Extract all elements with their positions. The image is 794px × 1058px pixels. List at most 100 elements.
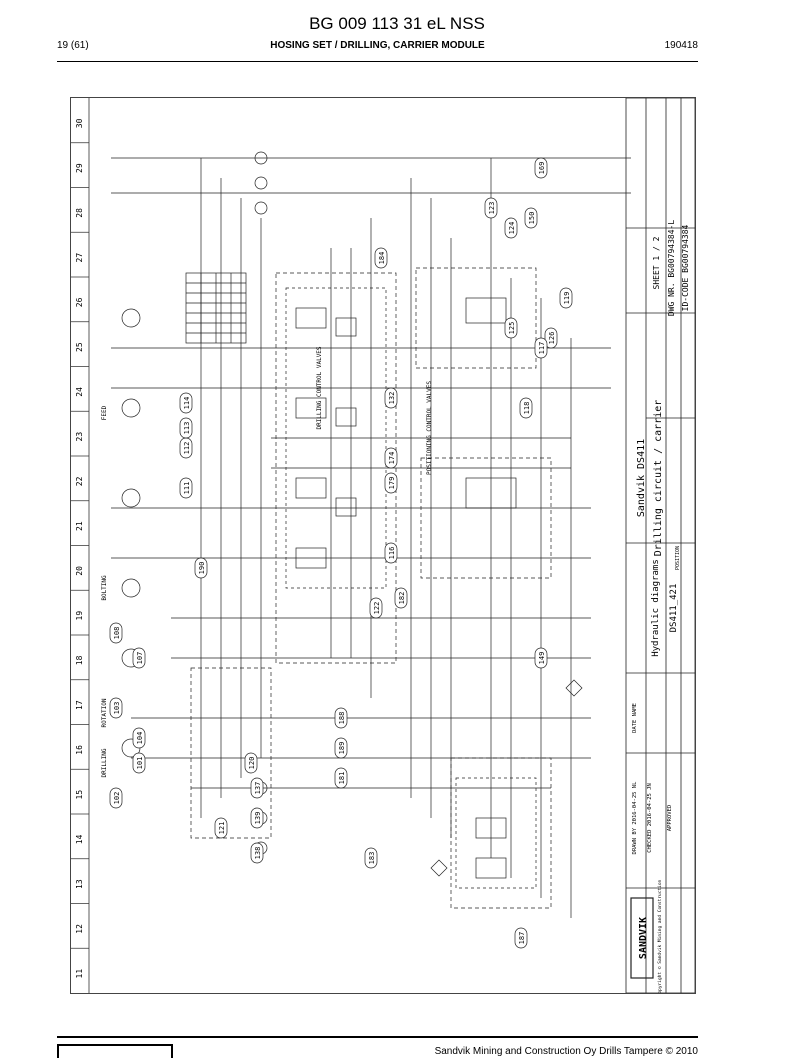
callout-bubble: 126: [544, 327, 558, 349]
callout-bubble: 108: [109, 622, 123, 644]
label-positioning-control-valves: POSITIONING CONTROL VALVES: [426, 381, 433, 475]
callout-bubble: 179: [384, 472, 398, 494]
callout-number: 112: [183, 442, 191, 455]
callout-number: 169: [538, 162, 546, 175]
callout-number: 123: [488, 202, 496, 215]
callout-bubble: 189: [334, 737, 348, 759]
callout-bubble: 121: [214, 817, 228, 839]
callout-number: 150: [528, 212, 536, 225]
label-feed: FEED: [101, 405, 108, 420]
callout-bubble: 188: [334, 707, 348, 729]
callout-number: 179: [388, 477, 396, 490]
column-number: 13: [75, 879, 84, 889]
callout-bubble: 190: [194, 557, 208, 579]
header-row: 19 (61) HOSING SET / DRILLING, CARRIER M…: [57, 40, 698, 56]
callout-bubble: 174: [384, 447, 398, 469]
callout-number: 139: [254, 812, 262, 825]
column-number: 19: [75, 611, 84, 621]
callout-bubble: 118: [519, 397, 533, 419]
title-block: SANDVIK Copyright © Sandvik Mining and Co…: [632, 220, 690, 993]
column-number: 18: [75, 655, 84, 665]
callout-number: 183: [368, 852, 376, 865]
label-bolting: BOLTING: [101, 575, 108, 601]
section-title: HOSING SET / DRILLING, CARRIER MODULE: [270, 40, 485, 51]
callout-bubble: 102: [109, 787, 123, 809]
callout-number: 124: [508, 222, 516, 235]
callout-number: 182: [398, 592, 406, 605]
callout-bubble: 150: [524, 207, 538, 229]
callout-number: 121: [218, 822, 226, 835]
callout-number: 113: [183, 422, 191, 435]
sheet-number: SHEET 1 / 2: [652, 236, 661, 289]
callout-bubble: 117: [534, 337, 548, 359]
callout-number: 103: [113, 702, 121, 715]
callout-bubble: 116: [384, 542, 398, 564]
date-name-header: DATE NAME: [632, 703, 638, 733]
callout-bubble: 124: [504, 217, 518, 239]
column-number: 20: [75, 566, 84, 576]
callout-bubble: 137: [250, 777, 264, 799]
position-label: POSITION: [675, 546, 681, 570]
callout-number: 116: [388, 547, 396, 560]
callout-number: 184: [378, 252, 386, 265]
column-number: 22: [75, 476, 84, 486]
callout-bubble: 120: [244, 752, 258, 774]
label-drilling: DRILLING: [101, 748, 108, 777]
callout-number: 189: [338, 742, 346, 755]
callout-bubble: 183: [364, 847, 378, 869]
callout-number: 137: [254, 782, 262, 795]
footer-copyright: Sandvik Mining and Construction Oy Drill…: [434, 1046, 698, 1057]
callout-number: 174: [388, 452, 396, 465]
page-number: 19 (61): [57, 40, 89, 51]
column-number: 12: [75, 924, 84, 934]
diagram-type: Hydraulic diagrams: [651, 559, 661, 657]
callout-bubble: 101: [132, 752, 146, 774]
sandvik-logo-text: SANDVIK: [638, 917, 649, 959]
column-number: 16: [75, 745, 84, 755]
callout-bubble: 104: [132, 727, 146, 749]
document-title: BG 009 113 31 eL NSS: [309, 14, 485, 33]
copyright-text: Copyright © Sandvik Mining and Construct…: [657, 879, 663, 993]
callout-number: 188: [338, 712, 346, 725]
title-block-frame: [625, 98, 695, 993]
callout-number: 149: [538, 652, 546, 665]
callout-number: 111: [183, 482, 191, 495]
callout-bubble: 149: [534, 647, 548, 669]
date-code: 190418: [664, 40, 698, 51]
column-number: 25: [75, 342, 84, 352]
drawing-number: DWG NR. BG00794384-L: [667, 220, 676, 317]
callout-number: 117: [538, 342, 546, 355]
callout-number: 118: [523, 402, 531, 415]
column-number: 24: [75, 387, 84, 397]
column-number: 21: [75, 521, 84, 531]
callout-bubble: 187: [514, 927, 528, 949]
callout-bubble: 107: [132, 647, 146, 669]
label-rotation: ROTATION: [101, 698, 108, 727]
callout-bubble: 138: [250, 842, 264, 864]
callout-bubble: 182: [394, 587, 408, 609]
footer-rule: [57, 1036, 698, 1038]
column-number: 26: [75, 297, 84, 307]
callout-number: 132: [388, 392, 396, 405]
callout-bubble: 103: [109, 697, 123, 719]
diagram-code: DS411_421: [669, 584, 679, 633]
callout-bubble: 132: [384, 387, 398, 409]
callout-number: 190: [198, 562, 206, 575]
callout-number: 126: [548, 332, 556, 345]
approved-by: APPROVED: [667, 805, 673, 832]
callout-number: 120: [248, 757, 256, 770]
drawn-by: DRAWN BY 2016-04-25 NL: [632, 781, 638, 855]
callout-number: 138: [254, 847, 262, 860]
column-number: 17: [75, 700, 84, 710]
callout-bubble: 114: [179, 392, 193, 414]
callout-number: 104: [136, 732, 144, 745]
callout-layer: 102 101 104 103 107 108 190 111 112 113 114 132 174 1…: [109, 157, 573, 949]
callout-number: 187: [518, 932, 526, 945]
header-rule: [57, 61, 698, 62]
column-number: 29: [75, 163, 84, 173]
column-number: 28: [75, 208, 84, 218]
